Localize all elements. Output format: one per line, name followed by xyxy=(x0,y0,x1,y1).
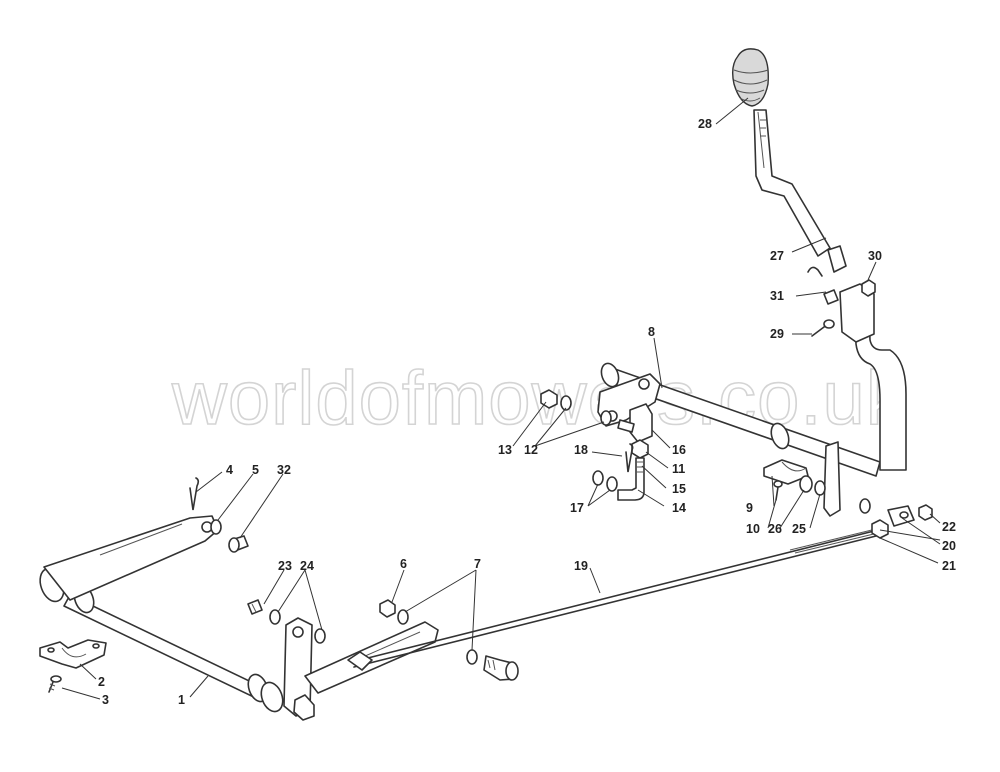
callout-13: 13 xyxy=(498,443,512,457)
washer-7b xyxy=(466,649,478,665)
callout-32: 32 xyxy=(277,463,291,477)
nut-21 xyxy=(871,519,889,539)
shoulder-bolt-7 xyxy=(483,655,519,681)
washer-17b xyxy=(606,476,618,492)
callout-7: 7 xyxy=(474,557,481,571)
callout-25: 25 xyxy=(792,522,806,536)
washer-12a xyxy=(560,395,572,411)
callout-10: 10 xyxy=(746,522,760,536)
callout-14: 14 xyxy=(672,501,686,515)
washer-25 xyxy=(859,498,871,514)
callout-21: 21 xyxy=(942,559,956,573)
callout-22: 22 xyxy=(942,520,956,534)
spring-31 xyxy=(807,266,839,305)
washer-7a xyxy=(397,609,409,625)
callout-5: 5 xyxy=(252,463,259,477)
callout-16: 16 xyxy=(672,443,686,457)
shaft-bracket xyxy=(39,639,107,669)
callout-3: 3 xyxy=(102,693,109,707)
callout-15: 15 xyxy=(672,482,686,496)
control-rod-19 xyxy=(347,527,883,671)
nut-6 xyxy=(379,599,396,618)
callout-1: 1 xyxy=(178,693,185,707)
callout-numbers: 1 2 3 4 5 6 7 8 9 10 11 12 13 14 15 16 1… xyxy=(98,117,956,707)
callout-6: 6 xyxy=(400,557,407,571)
shift-lever-27 xyxy=(753,109,907,471)
callout-12: 12 xyxy=(524,443,538,457)
left-lift-arm xyxy=(43,515,219,601)
callout-27: 27 xyxy=(770,249,784,263)
swivel-block-16 xyxy=(617,403,653,443)
nut-30 xyxy=(861,279,876,297)
callout-24: 24 xyxy=(300,559,314,573)
nut-26 xyxy=(799,475,813,493)
callout-26: 26 xyxy=(768,522,782,536)
callout-20: 20 xyxy=(942,539,956,553)
pivot-shaft-8 xyxy=(597,362,881,517)
callout-19: 19 xyxy=(574,559,588,573)
clevis-pin-32 xyxy=(228,535,249,553)
bracket-screw xyxy=(48,675,62,693)
r-clip-4 xyxy=(189,477,200,511)
bolt-29 xyxy=(811,319,835,337)
bolt-10 xyxy=(773,480,783,501)
callout-2: 2 xyxy=(98,675,105,689)
r-clip-18 xyxy=(625,443,634,473)
watermark: worldofmowers.co.uk xyxy=(171,356,905,441)
callout-18: 18 xyxy=(574,443,588,457)
callout-9: 9 xyxy=(746,501,753,515)
nut-11 xyxy=(631,439,649,459)
washer-5 xyxy=(210,519,222,535)
callout-17: 17 xyxy=(570,501,584,515)
washer-12b xyxy=(600,410,612,426)
trunnion-20 xyxy=(887,505,915,527)
washer-25b xyxy=(814,480,826,496)
shift-knob-28 xyxy=(731,48,769,107)
leader-lines xyxy=(61,97,941,700)
callout-4: 4 xyxy=(226,463,233,477)
callout-31: 31 xyxy=(770,289,784,303)
l-pin-14 xyxy=(617,457,645,501)
spring-clip-23 xyxy=(247,599,263,615)
callout-8: 8 xyxy=(648,325,655,339)
washer-17a xyxy=(592,470,604,486)
callout-30: 30 xyxy=(868,249,882,263)
nut-22 xyxy=(918,504,933,521)
washer-24b xyxy=(314,628,326,644)
callout-11: 11 xyxy=(672,462,685,476)
callout-29: 29 xyxy=(770,327,784,341)
washer-24a xyxy=(269,609,281,625)
callout-28: 28 xyxy=(698,117,712,131)
callout-23: 23 xyxy=(278,559,292,573)
